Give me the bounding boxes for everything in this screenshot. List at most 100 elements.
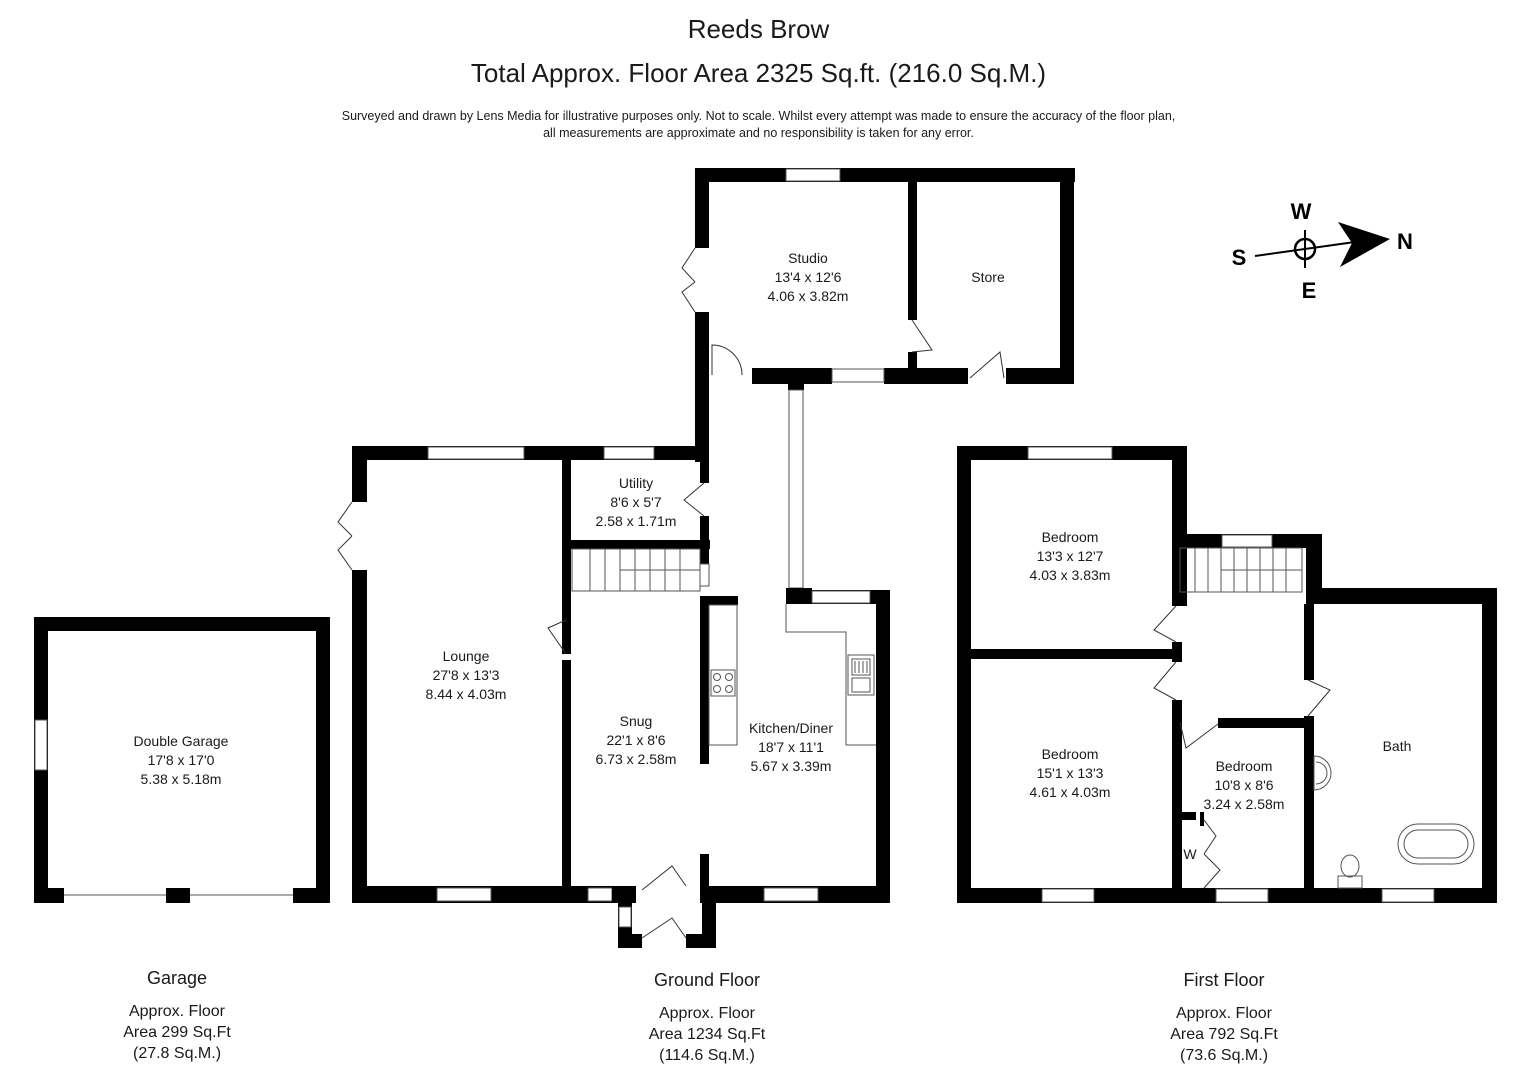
compass-north: N bbox=[1397, 229, 1413, 254]
disclaimer: Surveyed and drawn by Lens Media for ill… bbox=[0, 108, 1517, 142]
wall bbox=[965, 649, 1175, 659]
room-name: Studio bbox=[788, 250, 828, 266]
wall bbox=[1172, 700, 1182, 890]
room-size-imperial: 8'6 x 5'7 bbox=[610, 494, 661, 510]
wall bbox=[695, 168, 1075, 182]
wall bbox=[700, 458, 709, 483]
wall bbox=[562, 540, 710, 549]
room-name: Bedroom bbox=[1042, 746, 1099, 762]
wall bbox=[1306, 534, 1322, 590]
porch-window bbox=[618, 906, 632, 928]
ground-stairs bbox=[571, 548, 710, 592]
garage-wall bbox=[293, 888, 330, 903]
wall bbox=[1482, 588, 1497, 903]
wall bbox=[908, 352, 917, 374]
studio-window bbox=[785, 168, 841, 182]
porch-outer-door bbox=[641, 917, 687, 939]
wall bbox=[700, 596, 709, 764]
kitchen-window bbox=[763, 887, 819, 902]
first-floor-stairs bbox=[1179, 547, 1303, 593]
kitchen-window bbox=[811, 590, 871, 604]
wall bbox=[1306, 588, 1497, 604]
room-label-kitchen: Kitchen/Diner 18'7 x 11'1 5.67 x 3.39m bbox=[749, 720, 833, 774]
room-name: Utility bbox=[619, 475, 653, 491]
room-size-imperial: 10'8 x 8'6 bbox=[1214, 777, 1273, 793]
wall bbox=[876, 590, 890, 903]
studio-window bbox=[831, 368, 885, 383]
floor-area-line: (114.6 Sq.M.) bbox=[659, 1047, 755, 1064]
wall bbox=[1304, 716, 1314, 890]
wall bbox=[1172, 812, 1196, 820]
porch-inner-door bbox=[641, 865, 687, 891]
wall bbox=[908, 180, 917, 320]
floor-name: First Floor bbox=[1183, 970, 1265, 990]
garage-wall bbox=[34, 888, 64, 903]
snug-door bbox=[547, 619, 567, 655]
wall bbox=[752, 368, 832, 384]
floor-name: Ground Floor bbox=[653, 970, 761, 990]
kitchen-units bbox=[785, 604, 876, 746]
ground-floor-plan bbox=[337, 168, 1075, 948]
hob-icon bbox=[710, 669, 736, 697]
room-label-bath: Bath bbox=[1383, 738, 1412, 754]
room-size-metric: 4.03 x 3.83m bbox=[1030, 567, 1111, 583]
utility-window bbox=[603, 446, 655, 460]
store-door bbox=[969, 351, 1005, 379]
wardrobe-doors bbox=[1203, 819, 1221, 889]
garage-plan bbox=[34, 617, 330, 903]
floor-area-line: Approx. Floor bbox=[658, 1005, 756, 1022]
room-name: Kitchen/Diner bbox=[749, 720, 833, 736]
lounge-window bbox=[436, 887, 492, 902]
snug-window bbox=[587, 887, 613, 902]
floor-area-line: Approx. Floor bbox=[128, 1003, 226, 1020]
wall bbox=[562, 660, 571, 888]
bath-window bbox=[1381, 888, 1435, 903]
wall bbox=[352, 446, 708, 460]
room-label-lounge: Lounge 27'8 x 13'3 8.44 x 4.03m bbox=[426, 648, 507, 702]
plan-title: Reeds Brow bbox=[687, 14, 830, 44]
lounge-window bbox=[427, 446, 525, 460]
first-floor-plan bbox=[957, 446, 1497, 903]
basin-icon bbox=[1313, 755, 1332, 791]
compass-east: E bbox=[1302, 278, 1317, 303]
room-label-snug: Snug 22'1 x 8'6 6.73 x 2.58m bbox=[596, 713, 677, 767]
room-label-bedroom-1: Bedroom 13'3 x 12'7 4.03 x 3.83m bbox=[1030, 529, 1111, 583]
room-size-imperial: 13'4 x 12'6 bbox=[775, 269, 842, 285]
room-size-metric: 5.67 x 3.39m bbox=[751, 758, 832, 774]
floor-name: Garage bbox=[146, 968, 208, 988]
total-floor-area: Total Approx. Floor Area 2325 Sq.ft. (21… bbox=[470, 58, 1047, 88]
floor-area-line: (27.8 Sq.M.) bbox=[132, 1045, 222, 1062]
disclaimer-line-2: all measurements are approximate and no … bbox=[543, 126, 974, 140]
room-size-metric: 4.61 x 4.03m bbox=[1030, 784, 1111, 800]
room-label-wardrobe: W bbox=[1183, 846, 1197, 862]
bedroom-window bbox=[1215, 888, 1269, 903]
wall bbox=[562, 458, 571, 654]
store-door-swing bbox=[911, 319, 933, 353]
bathtub-icon bbox=[1397, 823, 1475, 865]
room-size-metric: 6.73 x 2.58m bbox=[596, 751, 677, 767]
compass-west: W bbox=[1291, 199, 1312, 224]
floor-area-line: (73.6 Sq.M.) bbox=[1179, 1047, 1269, 1064]
wall bbox=[1200, 812, 1204, 826]
utility-door bbox=[683, 482, 705, 517]
room-size-metric: 4.06 x 3.82m bbox=[768, 288, 849, 304]
room-label-studio: Studio 13'4 x 12'6 4.06 x 3.82m bbox=[768, 250, 849, 304]
wall bbox=[884, 368, 968, 384]
wall bbox=[957, 446, 971, 903]
sink-icon bbox=[847, 654, 875, 696]
lounge-french-door bbox=[337, 501, 353, 571]
toilet-icon bbox=[1337, 854, 1363, 889]
wall bbox=[700, 854, 709, 888]
bedroom-door bbox=[1179, 721, 1219, 749]
garage-window bbox=[34, 719, 48, 771]
room-label-garage: Double Garage 17'8 x 17'0 5.38 x 5.18m bbox=[134, 733, 229, 787]
bedroom-door bbox=[1153, 605, 1177, 643]
garage-wall bbox=[166, 888, 190, 903]
room-label-bedroom-3: Bedroom 10'8 x 8'6 3.24 x 2.58m bbox=[1204, 758, 1285, 812]
room-label-utility: Utility 8'6 x 5'7 2.58 x 1.71m bbox=[596, 475, 677, 529]
bedroom-door bbox=[1153, 661, 1177, 701]
wall bbox=[695, 312, 709, 462]
kitchen-worktop bbox=[708, 604, 738, 746]
room-label-store: Store bbox=[971, 269, 1005, 285]
